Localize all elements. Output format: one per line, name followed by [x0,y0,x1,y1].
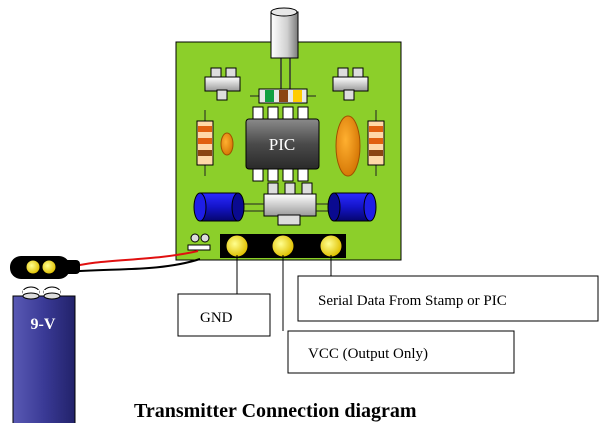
solder-pad-1 [190,233,200,243]
callout-serial-box [297,275,599,322]
callout-vcc-text: VCC (Output Only) [308,346,428,362]
resistor-right [367,110,385,176]
antenna [270,7,299,90]
resistor-left [196,110,214,176]
callout-serial-text: Serial Data From Stamp or PIC [318,293,507,309]
capacitor-small [220,132,234,156]
pin-gnd [225,234,249,258]
transistor-top-right [332,67,369,101]
callout-gnd-text: GND [200,310,233,326]
pic-chip-label: PIC [269,135,295,154]
pic-chip [245,106,320,182]
resistor-top [250,88,316,104]
battery-snap [10,256,80,279]
callout-vcc-box [287,330,515,374]
battery-9v [12,286,76,423]
solder-pad-2 [200,233,210,243]
diagram-title: Transmitter Connection diagram [134,400,417,422]
wire-black [67,258,201,273]
pin-serial [319,234,343,258]
callout-gnd-box [177,293,271,337]
capacitor-left-blue [193,192,264,222]
capacitor-right-blue [316,192,377,222]
capacitor-large-orange [335,115,361,177]
pin-vcc [271,234,295,258]
battery-label: 9-V [31,316,56,333]
transistor-top-left [204,67,241,101]
voltage-regulator [263,182,317,226]
